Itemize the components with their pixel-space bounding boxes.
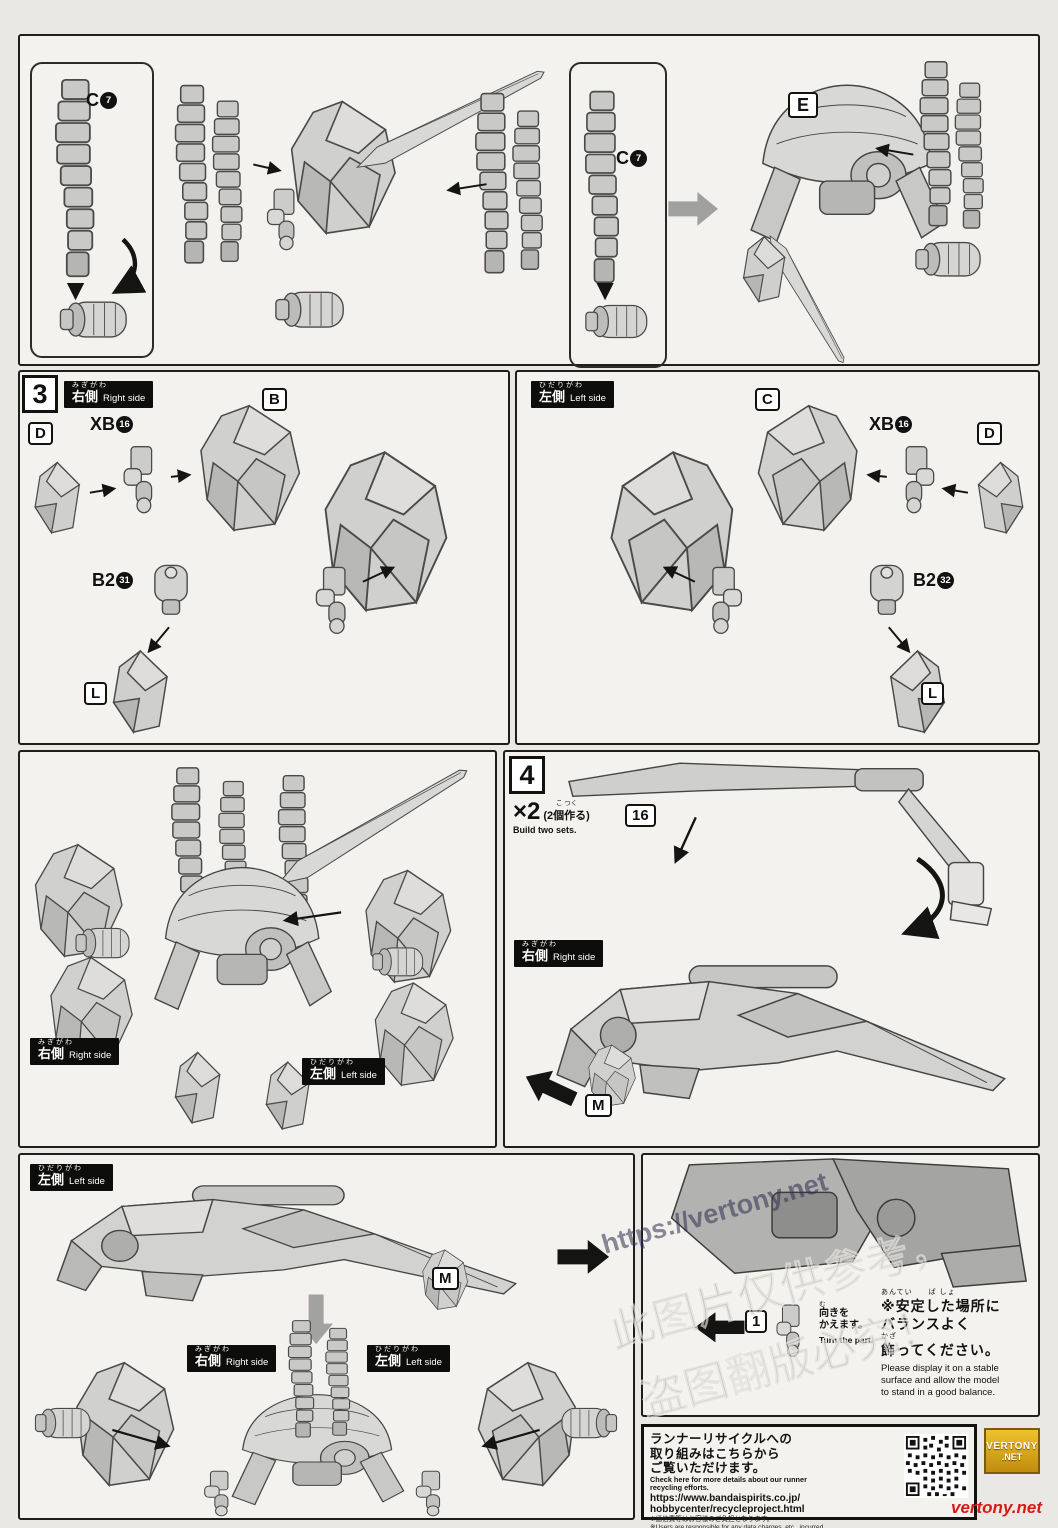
illustration-top-assembly	[54, 60, 984, 364]
qr-code	[904, 1434, 968, 1498]
part-label-c: C	[755, 388, 780, 411]
part-label-16: 16	[625, 804, 656, 827]
part-label-l: L	[84, 682, 108, 705]
recycle-charges-note-jp: ※通信費等はお客様のご負担となります。	[650, 1515, 774, 1523]
recycle-charges-note-en: ※Users are responsible for any data char…	[650, 1523, 826, 1528]
recycle-english-note: Check here for more details about our ru…	[650, 1474, 807, 1484]
part-label-m: M	[585, 1094, 612, 1117]
part-label-e: E	[788, 92, 819, 118]
illustration-step3-left	[517, 372, 1038, 743]
illustration-bottom-left	[34, 1185, 618, 1517]
vertony-site-text: vertony.net	[950, 1498, 1042, 1517]
multiplier-label: ×2	[513, 798, 541, 825]
step-number-3: 3	[22, 375, 58, 413]
part-label-d: D	[977, 422, 1002, 445]
panel-step4: 4 ×2 こ つく(2個作る) Build two sets. 16 みぎがわ …	[503, 750, 1040, 1148]
illustration-detail-closeup	[670, 1158, 1028, 1357]
recycle-url: https://www.bandaispirits.co.jp/	[650, 1492, 801, 1504]
recycle-info-box: ランナーリサイクルへの 取り組みはこちらから ご覧いただけます。 Check h…	[641, 1424, 977, 1528]
build-quantity-note: ×2 こ つく(2個作る) Build two sets.	[513, 798, 590, 836]
turn-the-part-note: む 向きを かえます。 Turn the part.	[819, 1301, 874, 1345]
illustration-step4	[518, 762, 1006, 1115]
part-label-d: D	[28, 422, 53, 445]
recycle-title: ランナーリサイクルへの	[650, 1432, 793, 1446]
part-label-l: L	[921, 682, 945, 705]
part-label-m: M	[432, 1267, 459, 1290]
part-label-1: 1	[745, 1310, 768, 1333]
vertony-logo: VERTONY .NET	[984, 1428, 1040, 1474]
part-label-b: B	[262, 388, 287, 411]
illustration-main-assembly	[34, 761, 473, 1130]
stable-surface-note: あんてい ば しょ ※安定した場所に バランスよく かざ 飾ってください。 Pl…	[881, 1289, 1001, 1398]
panel-detail-closeup: 1 む 向きを かえます。 Turn the part. あんてい ば しょ ※…	[641, 1153, 1040, 1417]
step-number-4: 4	[509, 756, 545, 794]
